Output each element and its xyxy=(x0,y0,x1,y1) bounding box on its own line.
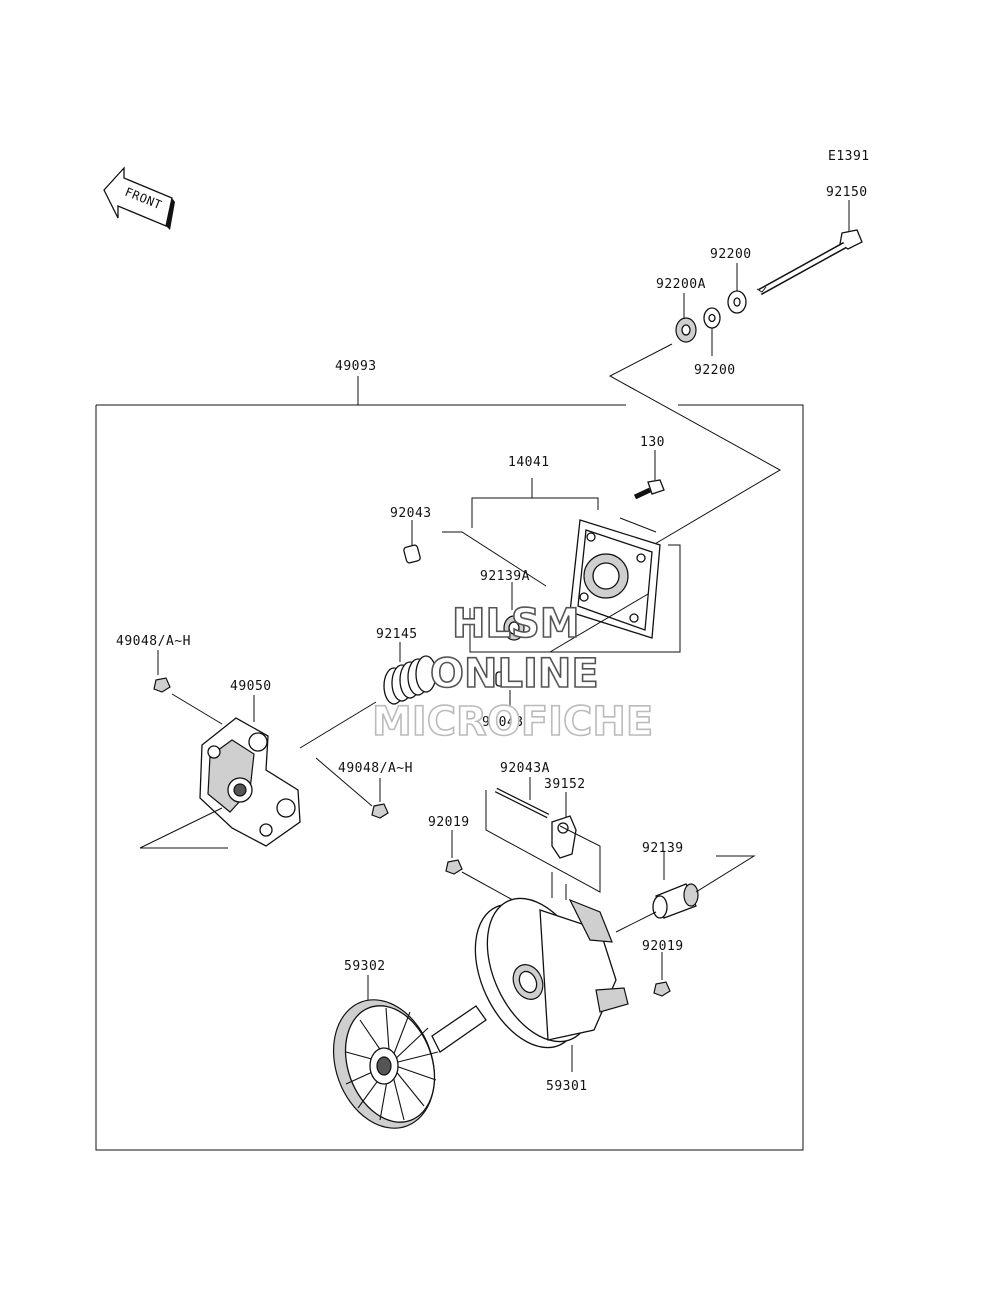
nut-49048-right xyxy=(315,757,389,819)
leader-lines-top xyxy=(608,343,782,549)
label-92139A: 92139A xyxy=(480,569,530,584)
label-92150: 92150 xyxy=(826,185,868,200)
label-92019-right: 92019 xyxy=(642,939,684,954)
bolt-92150 xyxy=(756,200,863,296)
watermark-line2: ONLINE xyxy=(430,651,599,697)
label-92200-bottom: 92200 xyxy=(694,363,736,378)
movable-sheave-59301 xyxy=(474,897,629,1072)
label-39152: 39152 xyxy=(544,777,586,792)
label-92043-mid: 92043 xyxy=(482,715,524,730)
diagram-code: E1391 xyxy=(828,149,870,164)
label-49048-right: 49048/A~H xyxy=(338,761,413,776)
label-92019-left: 92019 xyxy=(428,815,470,830)
label-59302: 59302 xyxy=(344,959,386,974)
part-labels: 92150 92200 92200A 92200 49093 130 14041… xyxy=(116,185,868,1094)
label-49048-left: 49048/A~H xyxy=(116,634,191,649)
label-92145: 92145 xyxy=(376,627,418,642)
label-130: 130 xyxy=(640,435,665,450)
pin-92043-top xyxy=(403,520,547,587)
front-arrow-icon: FRONT xyxy=(103,166,175,230)
roller-92139A xyxy=(503,582,525,641)
spider-49050 xyxy=(139,695,301,849)
label-92200-top: 92200 xyxy=(710,247,752,262)
bushing-92139 xyxy=(615,852,756,933)
label-59301: 59301 xyxy=(546,1079,588,1094)
pin-92043-mid xyxy=(495,671,511,712)
label-92043-top: 92043 xyxy=(390,506,432,521)
bushing-92200A xyxy=(675,293,697,343)
label-49050: 49050 xyxy=(230,679,272,694)
watermark: HLSM ONLINE MICROFICHE xyxy=(371,600,654,746)
cover-14041 xyxy=(469,478,681,653)
watermark-line1: HLSM xyxy=(452,601,580,647)
screw-130 xyxy=(633,450,665,500)
watermark-line3: MICROFICHE xyxy=(372,699,653,745)
label-14041: 14041 xyxy=(508,455,550,470)
assembly-frame xyxy=(95,376,804,1151)
washer-92200-top xyxy=(727,263,747,314)
label-92200A: 92200A xyxy=(656,277,706,292)
washer-92200-bottom xyxy=(703,307,721,356)
fixed-sheave-59302 xyxy=(332,975,487,1129)
label-92139: 92139 xyxy=(642,841,684,856)
label-92043A: 92043A xyxy=(500,761,550,776)
label-49093: 49093 xyxy=(335,359,377,374)
nut-92019-right xyxy=(653,952,671,997)
nut-92019-left xyxy=(445,830,521,905)
spring-92145 xyxy=(299,642,437,749)
weight-39152 xyxy=(485,790,601,900)
shaft-92043A xyxy=(494,777,550,819)
nut-49048-left xyxy=(153,650,223,725)
